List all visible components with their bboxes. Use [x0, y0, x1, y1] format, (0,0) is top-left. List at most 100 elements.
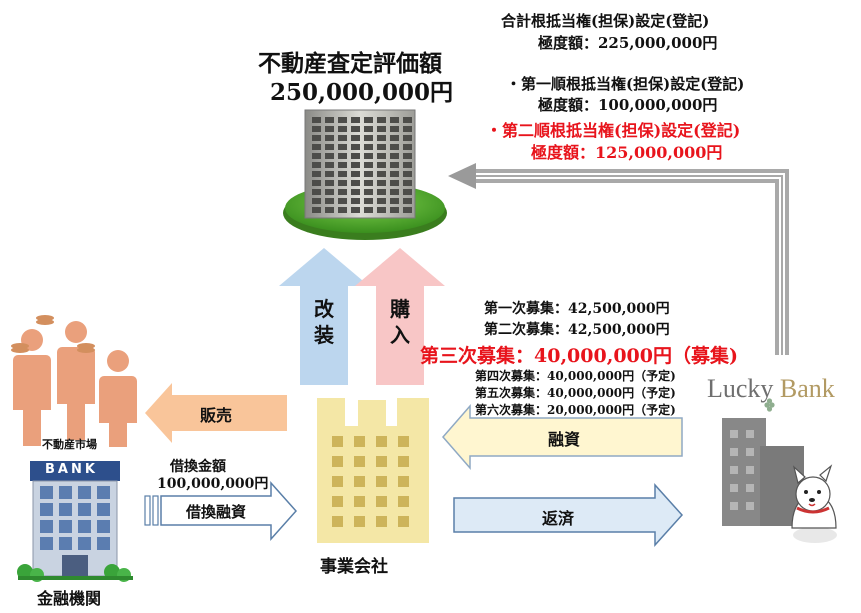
tower-window — [338, 198, 347, 204]
mortgage-first-line2: 極度額：100,000,000円 — [538, 96, 718, 114]
lucky-bank-building-icon — [722, 418, 804, 526]
renovation-label: 改装 — [314, 297, 334, 347]
company-window — [398, 496, 409, 507]
offering-3: 第三次募集：40,000,000円（募集) — [420, 345, 738, 367]
valuation-title: 不動産査定評価額 — [258, 50, 442, 77]
bank-window — [40, 537, 53, 550]
tower-window — [351, 144, 360, 150]
tower-window — [403, 180, 412, 186]
company-window — [332, 476, 343, 487]
company-window — [354, 516, 365, 527]
tower-window — [325, 198, 334, 204]
tower-window — [338, 135, 347, 141]
tower-window — [338, 162, 347, 168]
company-label: 事業会社 — [320, 557, 388, 577]
offering-4: 第四次募集：40,000,000円（予定) — [475, 369, 676, 383]
clover-icon — [764, 398, 775, 412]
tower-window — [325, 144, 334, 150]
bank-window — [97, 486, 110, 499]
mortgage-second-line1: ・第二順根抵当権(担保)設定(登記) — [486, 121, 741, 140]
tower-window — [377, 180, 386, 186]
bank-window — [59, 486, 72, 499]
company-window — [354, 476, 365, 487]
tower-window — [351, 126, 360, 132]
refinance-label: 借換融資 — [186, 503, 247, 521]
lucky-window — [730, 448, 738, 456]
tower-window — [403, 126, 412, 132]
tower-window — [325, 171, 334, 177]
tower-window — [390, 180, 399, 186]
offering-6: 第六次募集：20,000,000円（予定) — [475, 403, 676, 417]
tower-window — [364, 180, 373, 186]
tower-window — [390, 135, 399, 141]
lucky-window — [746, 502, 754, 510]
tower-window — [325, 180, 334, 186]
tower-window — [390, 126, 399, 132]
tower-window — [364, 144, 373, 150]
tower-window — [403, 117, 412, 123]
tower-window — [325, 153, 334, 159]
company-window — [398, 436, 409, 447]
lucky-window — [730, 484, 738, 492]
tower-window — [403, 153, 412, 159]
tower-window — [351, 207, 360, 213]
tower-window — [377, 207, 386, 213]
renovation-arrow — [279, 248, 369, 385]
tower-window — [390, 198, 399, 204]
tower-window — [390, 171, 399, 177]
tower-window — [390, 207, 399, 213]
bank-window — [59, 503, 72, 516]
company-window — [332, 436, 343, 447]
tower-window — [338, 207, 347, 213]
bank-window — [97, 537, 110, 550]
sale-arrow — [145, 383, 287, 443]
offering-1: 第一次募集：42,500,000円 — [484, 301, 670, 317]
tower-window — [377, 144, 386, 150]
tower-window — [338, 153, 347, 159]
tower-window — [312, 198, 321, 204]
company-window — [376, 496, 387, 507]
company-window — [354, 436, 365, 447]
company-window — [332, 516, 343, 527]
company-window — [332, 496, 343, 507]
company-window — [376, 436, 387, 447]
tower-window — [364, 135, 373, 141]
offering-5: 第五次募集：40,000,000円（予定) — [475, 386, 676, 400]
tower-window — [338, 189, 347, 195]
tower-window — [403, 135, 412, 141]
tower-window — [390, 162, 399, 168]
tower-window — [351, 135, 360, 141]
lucky-bank-logo-bank: Bank — [779, 374, 835, 403]
financing-label: 融資 — [548, 430, 581, 449]
bank-window — [40, 520, 53, 533]
bank-window — [59, 537, 72, 550]
tower-window — [312, 135, 321, 141]
tower-window — [351, 153, 360, 159]
market-label: 不動産市場 — [42, 438, 97, 451]
tower-window — [377, 135, 386, 141]
tower-window — [377, 189, 386, 195]
bank-label: 金融機関 — [37, 589, 102, 608]
tower-window — [312, 162, 321, 168]
tower-window — [312, 180, 321, 186]
lucky-window — [746, 466, 754, 474]
tower-window — [390, 144, 399, 150]
tower-window — [377, 171, 386, 177]
tower-window — [351, 180, 360, 186]
bank-window — [40, 503, 53, 516]
tower-window — [325, 117, 334, 123]
refinance-amount-label: 借換金額 — [170, 459, 226, 475]
offering-2: 第二次募集：42,500,000円 — [484, 322, 670, 338]
tower-window — [403, 162, 412, 168]
tower-window — [364, 198, 373, 204]
tower-window — [338, 180, 347, 186]
tower-window — [377, 162, 386, 168]
lucky-bank-logo: Lucky Bank — [707, 374, 835, 404]
lucky-window — [730, 466, 738, 474]
tower-window — [325, 126, 334, 132]
tower-window — [403, 207, 412, 213]
market-people-icon — [11, 315, 137, 447]
tower-window — [364, 126, 373, 132]
bank-window — [97, 503, 110, 516]
tower-window — [403, 144, 412, 150]
